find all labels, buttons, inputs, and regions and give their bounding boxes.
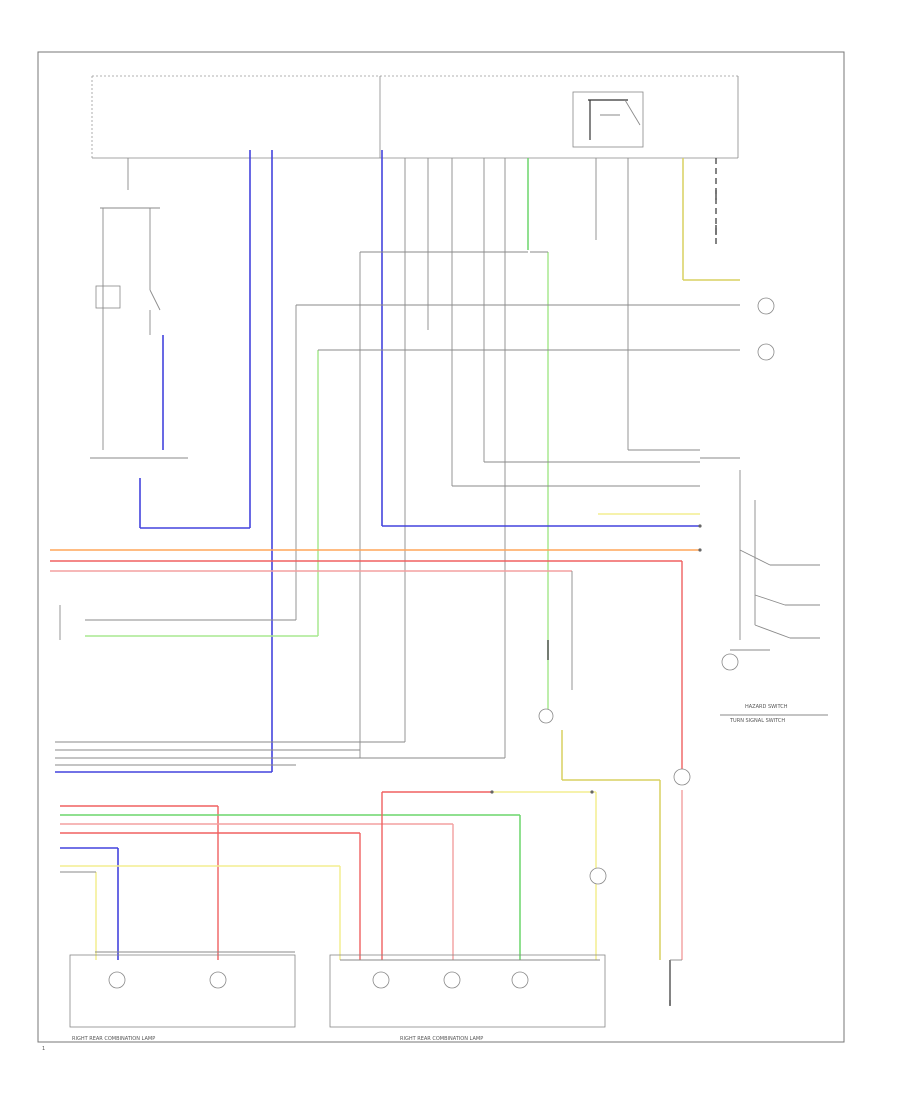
right-front-turn-lamp [538,708,554,724]
junction-nodes [490,524,702,794]
label-turn-signal-switch: TURN SIGNAL SWITCH [729,718,785,724]
left-switch-group [90,207,250,529]
rear-lamp-housings [69,951,606,1028]
page-number: 1 [42,1046,45,1052]
right-feeds [561,730,683,1005]
hazard-indicator-lamp [721,653,739,671]
rear-lamp-housing-right [329,954,606,1028]
lamps [108,297,775,989]
upper-vertical-wires [127,150,740,772]
colored-bus [50,549,700,770]
right-turn-indicator-lamp [757,343,775,361]
rear-lamp-2 [209,971,227,989]
rear-lamp-housing-left [69,954,296,1028]
high-mount-lamp [589,867,607,885]
label-rear-lamp-right: RIGHT REAR COMBINATION LAMP [400,1036,483,1042]
horizontal-harness [295,251,740,758]
hazard-relay [572,91,644,148]
diagram-frame [37,51,845,1043]
rear-combo-lamp-1 [372,971,390,989]
right-side-turn-lamp [673,768,691,786]
left-turn-indicator-lamp [757,297,775,315]
connector-marks [547,190,717,1006]
rear-lamp-1 [108,971,126,989]
lower-bus [55,741,597,960]
fuse-relay-block [91,75,739,159]
label-rear-lamp-left: RIGHT REAR COMBINATION LAMP [72,1036,155,1042]
rear-combo-lamp-3 [511,971,529,989]
rear-combo-lamp-2 [443,971,461,989]
turn-hazard-switch [720,470,828,716]
label-hazard-switch: HAZARD SWITCH [745,704,788,710]
